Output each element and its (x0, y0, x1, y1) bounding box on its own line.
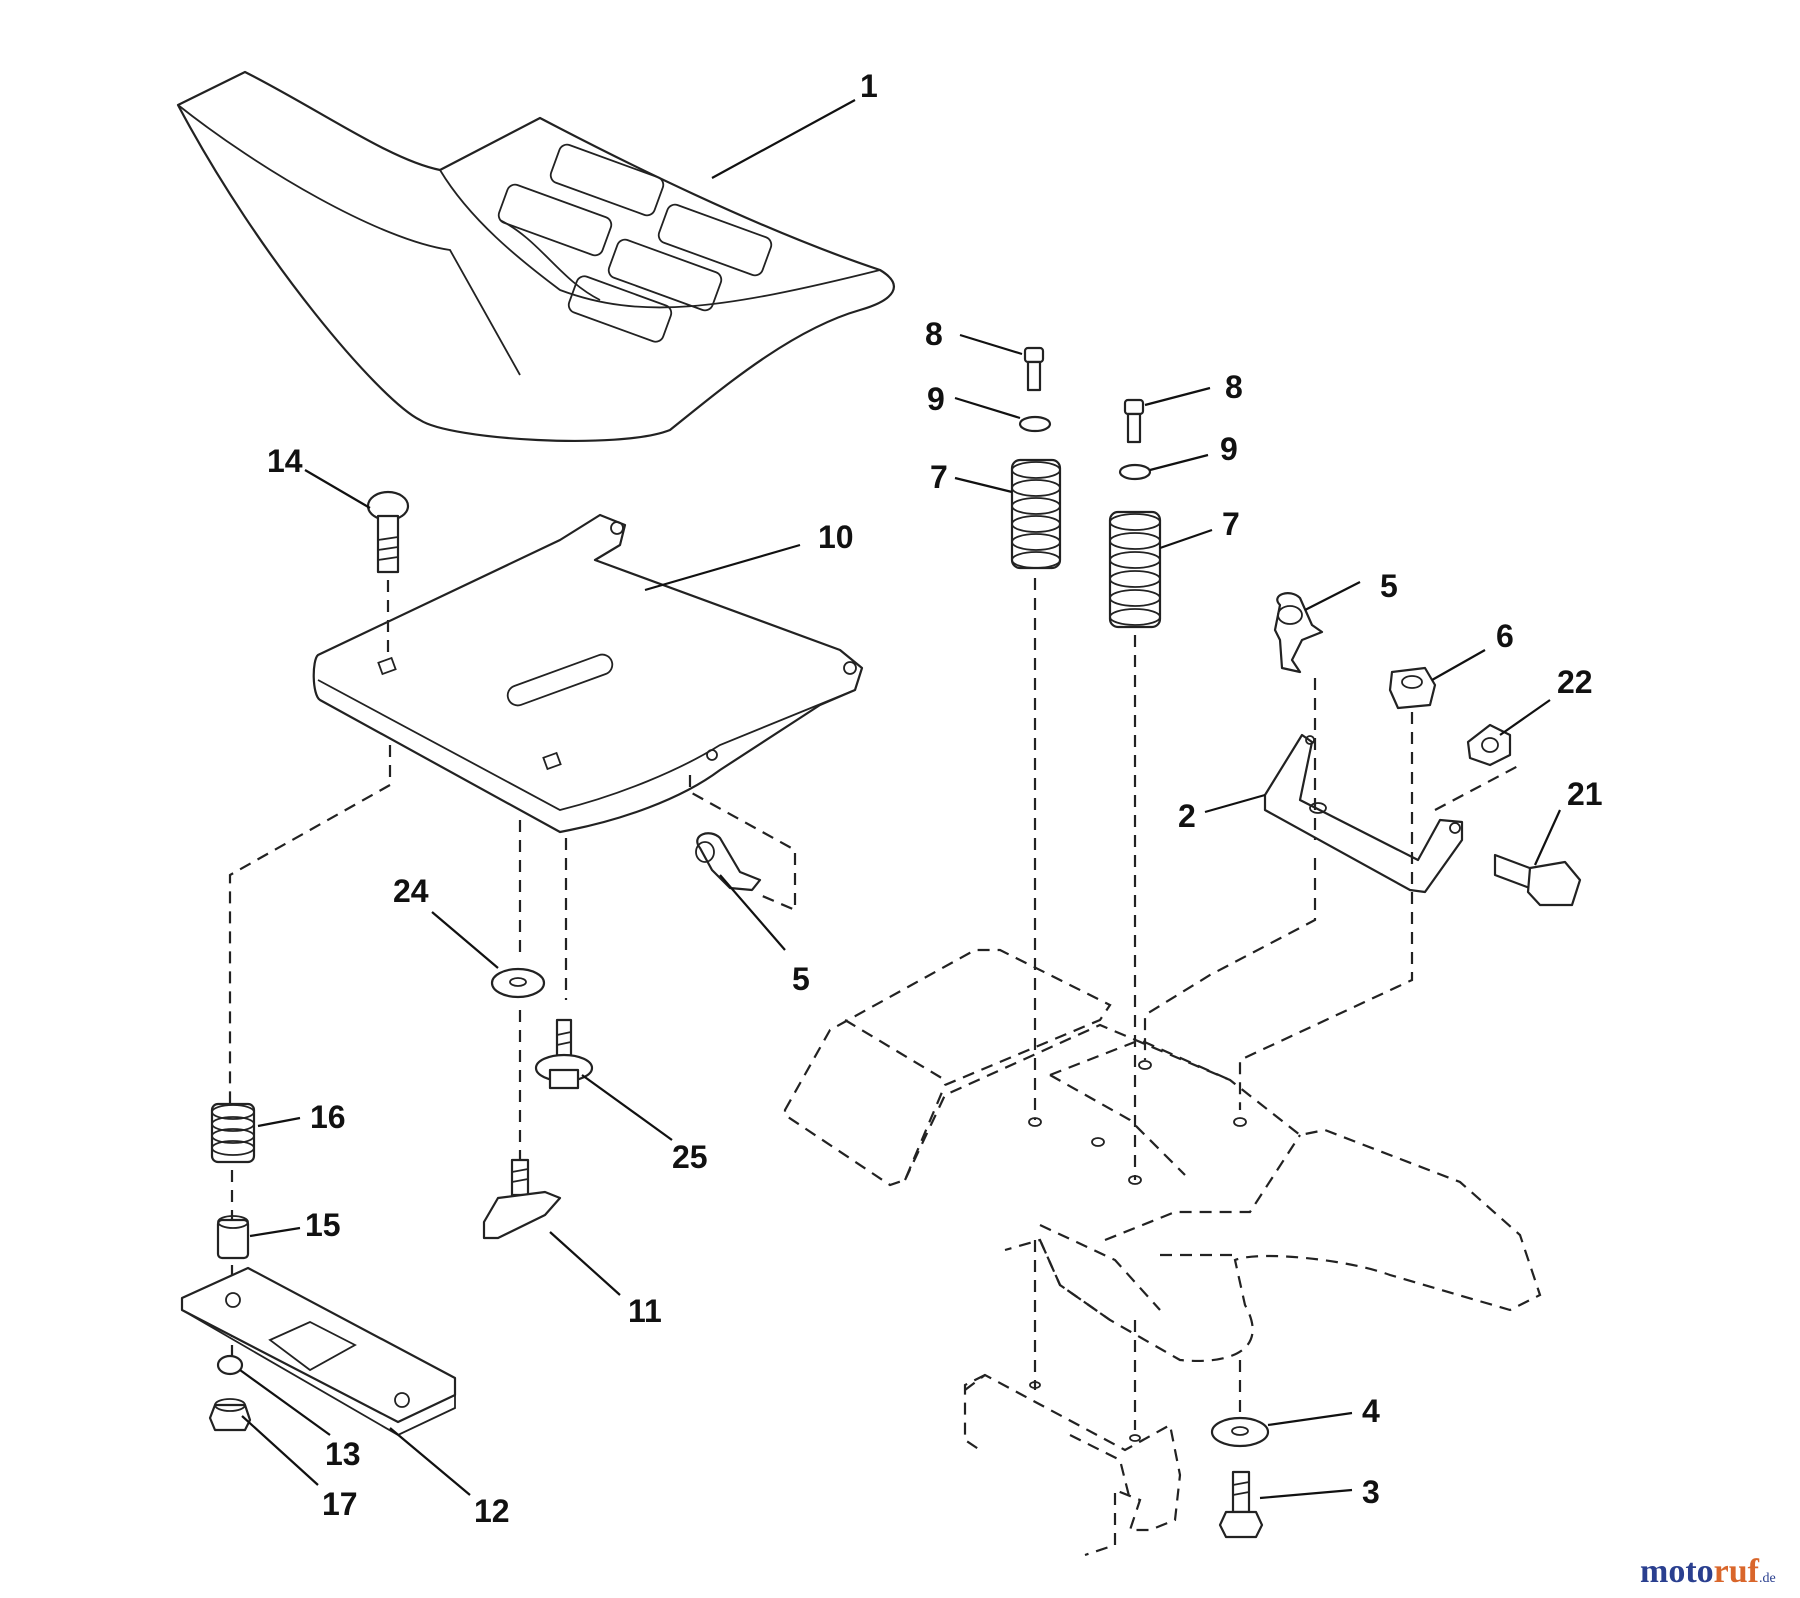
callout-5-right: 5 (1380, 568, 1398, 604)
callout-6: 6 (1496, 618, 1514, 654)
plate-12-part (180, 1266, 457, 1437)
callout-16: 16 (310, 1099, 346, 1135)
bolt-8-left-part (1023, 346, 1045, 392)
callout-7-left: 7 (930, 459, 948, 495)
callout-15: 15 (305, 1207, 341, 1243)
callout-1: 1 (860, 68, 878, 104)
watermark-suffix: .de (1759, 1571, 1776, 1586)
callout-7-right: 7 (1222, 506, 1240, 542)
bolt-25-part (534, 1018, 594, 1090)
callout-labels: 1 10 14 5 24 25 11 16 15 12 13 17 8 9 7 … (267, 68, 1603, 1529)
spring-7-left-part (1010, 458, 1062, 570)
nut-6-part (1388, 666, 1437, 710)
callout-4: 4 (1362, 1393, 1380, 1429)
callout-10: 10 (818, 519, 854, 555)
nut-17-part (208, 1398, 252, 1432)
callout-2: 2 (1178, 798, 1196, 834)
callout-8-right: 8 (1225, 369, 1243, 405)
callout-25: 25 (672, 1139, 708, 1175)
callout-13: 13 (325, 1436, 361, 1472)
clip-right-part (1273, 592, 1324, 674)
spring-7-right-part (1108, 510, 1162, 629)
washer-9-right-part (1118, 463, 1152, 481)
spring-16-part (210, 1102, 256, 1164)
spacer-15-part (216, 1215, 250, 1260)
nut-13-part (216, 1354, 244, 1376)
bolt-8-right-part (1123, 398, 1145, 444)
seat-pan-part (312, 513, 864, 834)
watermark-part1: moto (1640, 1553, 1714, 1590)
svg-text:motoruf.de: motoruf.de (1640, 1553, 1776, 1590)
washer-9-left-part (1018, 415, 1052, 433)
bolt-21-part (1493, 853, 1582, 907)
callout-24: 24 (393, 873, 429, 909)
callout-11: 11 (628, 1293, 662, 1329)
knob-part (482, 1158, 562, 1240)
tractor-frame-outline (783, 578, 1542, 1557)
callout-21: 21 (1567, 776, 1603, 812)
callout-14: 14 (267, 443, 303, 479)
washer-24-part (490, 967, 546, 999)
callout-22: 22 (1557, 664, 1593, 700)
carriage-bolt-part (366, 490, 410, 574)
clip-left-part (695, 832, 762, 892)
leader-lines (239, 99, 1562, 1500)
watermark-logo: motoruf.de (1640, 1553, 1776, 1590)
bolt-3-part (1218, 1470, 1264, 1539)
callout-5-left: 5 (792, 961, 810, 997)
callout-8-left: 8 (925, 316, 943, 352)
callout-9-right: 9 (1220, 431, 1238, 467)
callout-3: 3 (1362, 1474, 1380, 1510)
callout-17: 17 (322, 1486, 358, 1522)
nut-22-part (1466, 723, 1512, 767)
callout-12: 12 (474, 1493, 510, 1529)
seat-part (176, 70, 895, 442)
callout-9-left: 9 (927, 381, 945, 417)
bracket-2-part (1263, 733, 1464, 894)
watermark-part2: ruf (1714, 1553, 1760, 1590)
washer-4-part (1210, 1416, 1270, 1448)
